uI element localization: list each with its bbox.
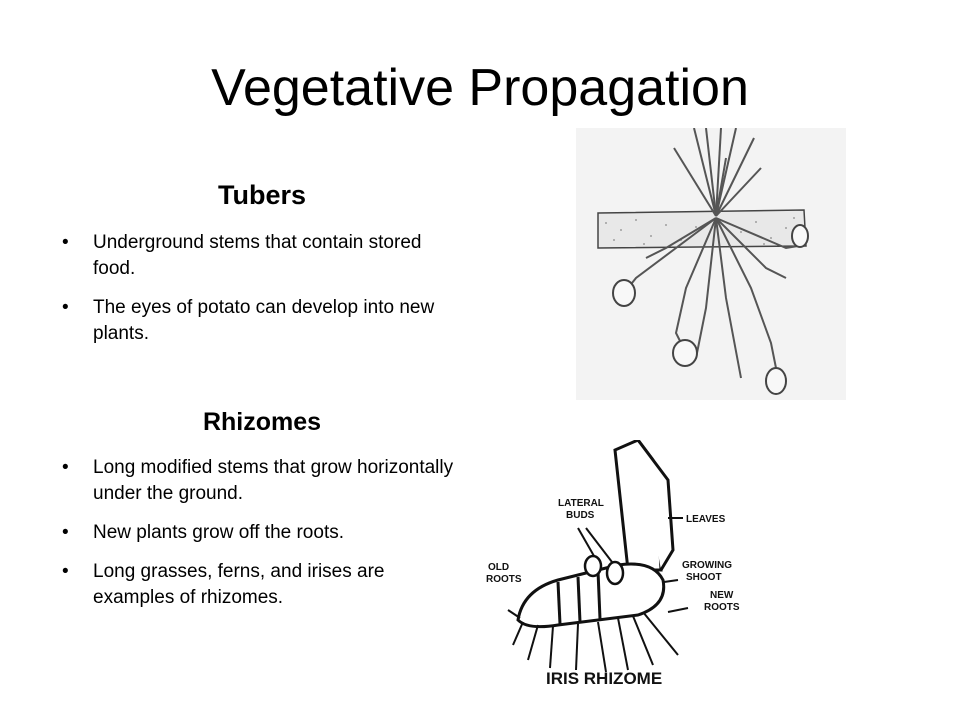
lateral-buds xyxy=(583,554,625,586)
potato-tubers xyxy=(612,224,809,395)
label-new-roots-line2: ROOTS xyxy=(704,602,740,613)
bullet-item: Underground stems that contain stored fo… xyxy=(62,230,462,282)
leaves-shape xyxy=(613,440,675,572)
label-new-roots-line1: NEW xyxy=(710,590,734,601)
iris-rhizome-illustration: LATERAL BUDS LEAVES OLD ROOTS GROWING SH… xyxy=(486,440,740,688)
label-lateral-buds-line1: LATERAL xyxy=(558,498,604,509)
label-old-roots-line2: ROOTS xyxy=(486,574,522,585)
label-lateral-buds-line2: BUDS xyxy=(566,510,595,521)
label-leaves: LEAVES xyxy=(686,514,726,525)
label-old-roots-line1: OLD xyxy=(488,562,509,573)
bullet-item: The eyes of potato can develop into new … xyxy=(62,295,462,347)
new-roots xyxy=(512,611,679,673)
label-pointers xyxy=(507,517,689,619)
bullet-item: Long modified stems that grow horizontal… xyxy=(62,455,462,507)
tuber-plant-illustration xyxy=(576,128,846,400)
bullet-item: Long grasses, ferns, and irises are exam… xyxy=(62,559,462,611)
label-growing-shoot-line2: SHOOT xyxy=(686,572,722,583)
rhizome-body xyxy=(516,562,666,629)
iris-rhizome-caption: IRIS RHIZOME xyxy=(546,669,662,688)
grass-leaves xyxy=(673,128,762,217)
section-heading-rhizomes: Rhizomes xyxy=(202,408,322,436)
bullet-item: New plants grow off the roots. xyxy=(62,520,462,546)
label-growing-shoot-line1: GROWING xyxy=(682,560,732,571)
tubers-bullet-list: Underground stems that contain stored fo… xyxy=(62,230,462,360)
section-heading-tubers: Tubers xyxy=(217,180,306,210)
rhizomes-bullet-list: Long modified stems that grow horizontal… xyxy=(62,455,462,624)
slide-title: Vegetative Propagation xyxy=(211,59,749,117)
